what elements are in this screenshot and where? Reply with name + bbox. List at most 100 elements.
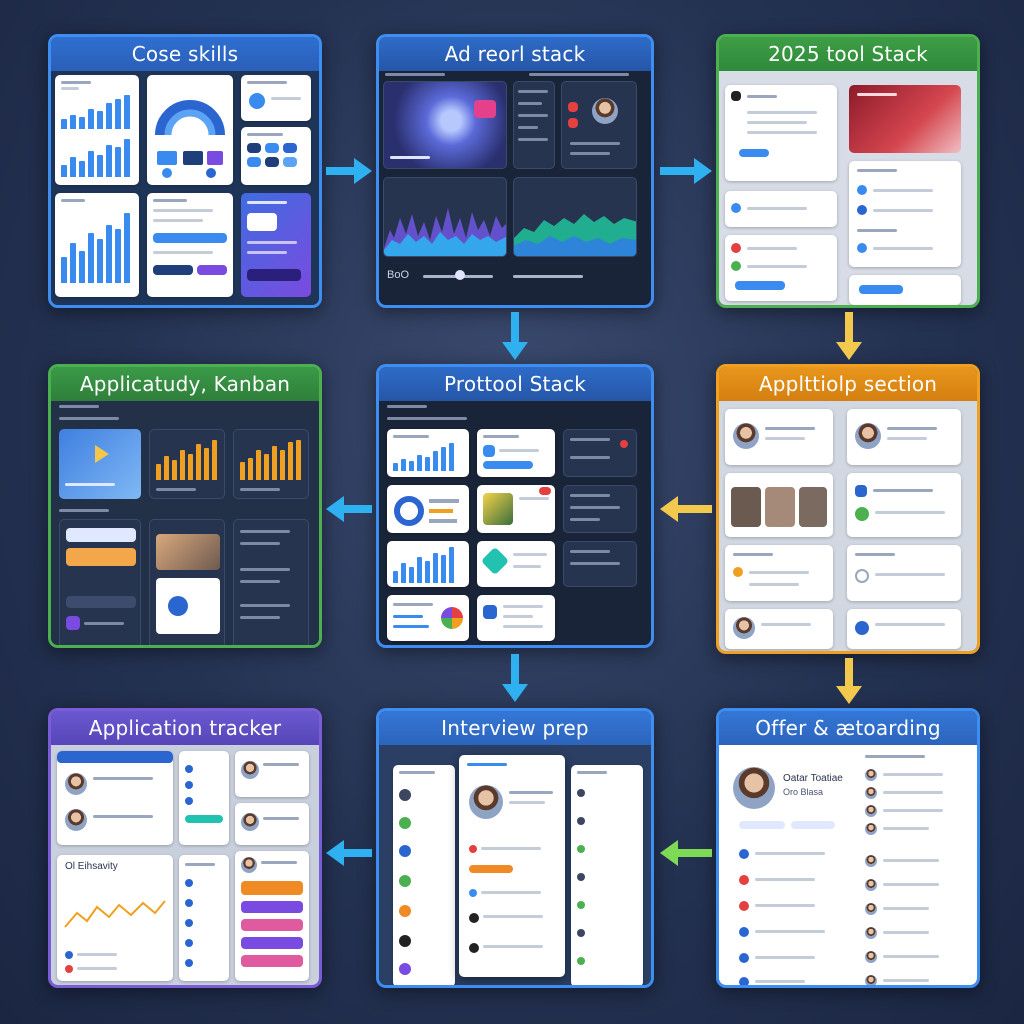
kanban-chart-2[interactable] — [233, 429, 309, 499]
stage-card-2[interactable] — [179, 855, 229, 981]
panel-prottool-stack[interactable]: Prottool Stack — [376, 364, 654, 648]
video-tile[interactable] — [59, 429, 141, 499]
waveform-card-2[interactable] — [513, 177, 637, 257]
slider-handle[interactable] — [455, 270, 465, 280]
panel-applicatudy-kanban[interactable]: Applicatudy, Kanban — [48, 364, 322, 648]
waveform-card[interactable] — [383, 177, 507, 257]
arrow-down-icon — [502, 312, 528, 360]
counter-label: BoO — [387, 269, 410, 281]
bar-chart-card-3[interactable] — [387, 541, 469, 587]
image-card[interactable] — [477, 485, 555, 533]
profile-card[interactable] — [147, 193, 233, 297]
candidate-role: Oro Blasa — [783, 787, 824, 797]
panel-body — [379, 401, 651, 645]
notes-card[interactable] — [725, 545, 833, 601]
panel-body: Ol Eihsavity — [51, 745, 319, 985]
donut-chart-icon — [394, 496, 459, 526]
arrow-left-icon — [326, 840, 372, 866]
hero-image-card[interactable] — [849, 85, 961, 153]
notes-list[interactable] — [571, 765, 643, 985]
panel-title: Applicatudy, Kanban — [51, 367, 319, 401]
video-card[interactable] — [383, 81, 507, 169]
activity-chart-card[interactable]: Ol Eihsavity — [57, 855, 173, 981]
panel-body — [379, 745, 651, 985]
photos-card[interactable] — [725, 473, 833, 537]
panel-title: Cose skills — [51, 37, 319, 71]
profile-card-2[interactable] — [847, 409, 961, 465]
area-chart — [514, 214, 636, 256]
avatar — [592, 98, 618, 124]
panel-body — [51, 71, 319, 305]
bar-chart-card-2[interactable] — [55, 193, 139, 297]
applicant-card[interactable] — [57, 751, 173, 845]
progress-card[interactable] — [387, 595, 469, 641]
avatar — [865, 903, 877, 915]
kanban-chart-1[interactable] — [149, 429, 225, 499]
donut-card[interactable] — [147, 75, 233, 185]
avatar — [865, 927, 877, 939]
settings-card[interactable] — [849, 161, 961, 267]
donut-chart-icon — [155, 100, 225, 178]
panel-2025-tool-stack[interactable]: 2025 tool Stack — [716, 34, 980, 308]
list-card[interactable] — [241, 75, 311, 121]
line-chart-card[interactable] — [387, 429, 469, 477]
panel-title: Prottool Stack — [379, 367, 651, 401]
status-card[interactable] — [847, 545, 961, 601]
action-card-2[interactable] — [849, 275, 961, 305]
side-card-2[interactable] — [563, 485, 637, 533]
panel-offer-onboarding[interactable]: Offer & ætoarding Oatar Toatiae Oro Blas… — [716, 708, 980, 988]
list-card-2[interactable] — [477, 595, 555, 641]
summary-card[interactable] — [477, 429, 555, 477]
teal-card[interactable] — [477, 541, 555, 587]
profile-card-3[interactable] — [725, 609, 833, 649]
candidate-card-1[interactable] — [235, 751, 309, 797]
avatar — [865, 855, 877, 867]
avatar — [855, 423, 881, 449]
arrow-left-icon — [660, 840, 712, 866]
panel-applttiolp-section[interactable]: Applttiolp section — [716, 364, 980, 654]
tool-list-card[interactable] — [725, 85, 837, 181]
side-card-3[interactable] — [563, 541, 637, 587]
avatar — [65, 809, 87, 831]
avatar — [65, 773, 87, 795]
panel-interview-prep[interactable]: Interview prep — [376, 708, 654, 988]
avatar — [865, 805, 877, 817]
panel-cose-skills[interactable]: Cose skills — [48, 34, 322, 308]
panel-body — [51, 401, 319, 645]
action-card[interactable] — [725, 235, 837, 301]
avatar — [733, 767, 775, 809]
grid-card[interactable] — [241, 127, 311, 185]
donut-card-2[interactable] — [387, 485, 469, 533]
notes-card-2[interactable] — [847, 609, 961, 649]
arrow-right-icon — [326, 158, 372, 184]
side-list-card[interactable] — [513, 81, 555, 169]
avatar — [241, 857, 257, 873]
kanban-column-3[interactable] — [233, 519, 309, 645]
kanban-column-2[interactable] — [149, 519, 225, 645]
bar-chart-card[interactable] — [55, 75, 139, 185]
question-list[interactable] — [393, 765, 455, 985]
profile-card-1[interactable] — [725, 409, 833, 465]
side-card-1[interactable] — [563, 429, 637, 477]
panel-ad-reorl-stack[interactable]: Ad reorl stack — [376, 34, 654, 308]
arrow-down-icon — [836, 658, 862, 704]
small-list-card[interactable] — [725, 191, 837, 227]
interview-phone-card[interactable] — [459, 755, 565, 977]
arrow-left-icon — [326, 496, 372, 522]
pipeline-card[interactable] — [235, 851, 309, 981]
kanban-column-1[interactable] — [59, 519, 141, 645]
panel-application-tracker[interactable]: Application tracker Ol Eihsavity — [48, 708, 322, 988]
line-chart — [64, 900, 166, 928]
avatar — [241, 761, 259, 779]
person-video-card[interactable] — [561, 81, 637, 169]
waveform-chart — [384, 208, 506, 256]
arrow-down-icon — [836, 312, 862, 360]
avatar — [469, 785, 503, 819]
stage-card[interactable] — [179, 751, 229, 845]
panel-title: Interview prep — [379, 711, 651, 745]
panel-title: 2025 tool Stack — [719, 37, 977, 71]
task-card[interactable] — [847, 473, 961, 537]
gradient-card[interactable] — [241, 193, 311, 297]
avatar — [865, 823, 877, 835]
candidate-card-2[interactable] — [235, 803, 309, 845]
